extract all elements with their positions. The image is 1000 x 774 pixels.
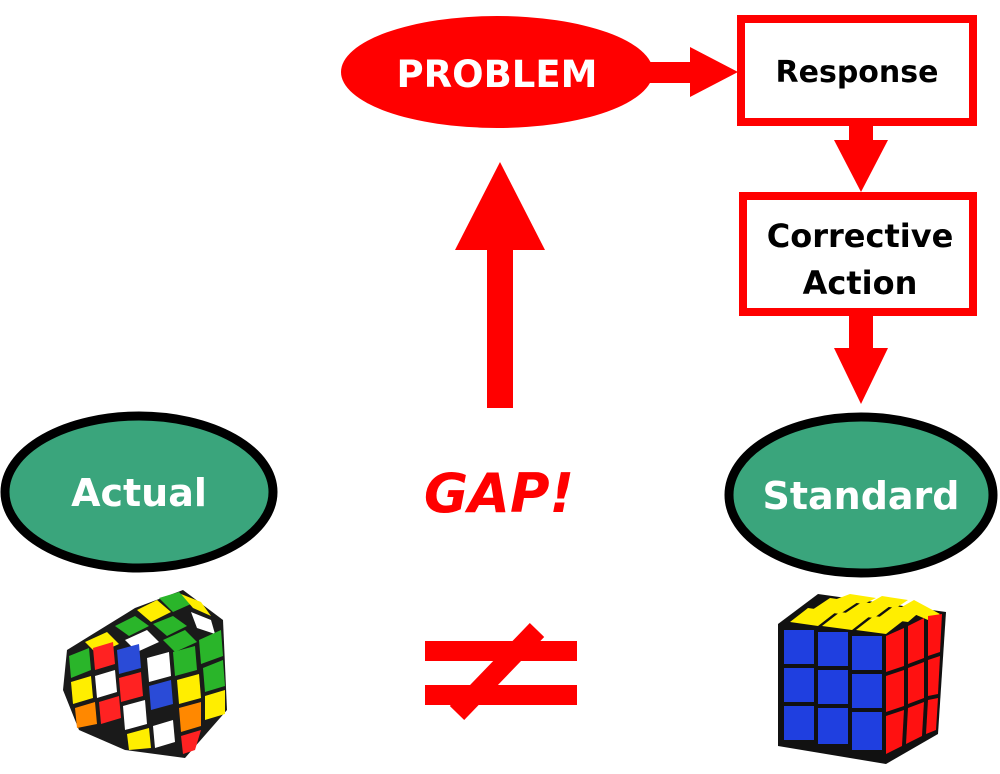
problem-node: PROBLEM xyxy=(341,16,653,128)
corrective-action-label-line2: Action xyxy=(803,264,918,302)
solved-rubiks-cube-icon xyxy=(778,594,946,764)
arrow-problem-to-response xyxy=(648,47,738,97)
response-label: Response xyxy=(776,55,939,90)
gap-label: GAP! xyxy=(424,462,574,525)
scrambled-rubiks-cube-icon xyxy=(63,590,227,758)
arrow-gap-to-problem xyxy=(455,162,545,408)
arrow-corrective-to-standard xyxy=(834,314,888,404)
not-equal-icon xyxy=(425,623,577,720)
actual-node: Actual xyxy=(0,411,278,573)
arrow-response-to-corrective xyxy=(834,124,888,192)
standard-node: Standard xyxy=(724,412,998,578)
problem-label: PROBLEM xyxy=(397,53,598,96)
standard-label: Standard xyxy=(762,474,959,518)
corrective-action-node: Corrective Action xyxy=(739,192,977,316)
corrective-action-label-line1: Corrective xyxy=(767,217,954,255)
response-node: Response xyxy=(737,15,977,126)
actual-label: Actual xyxy=(71,471,207,515)
